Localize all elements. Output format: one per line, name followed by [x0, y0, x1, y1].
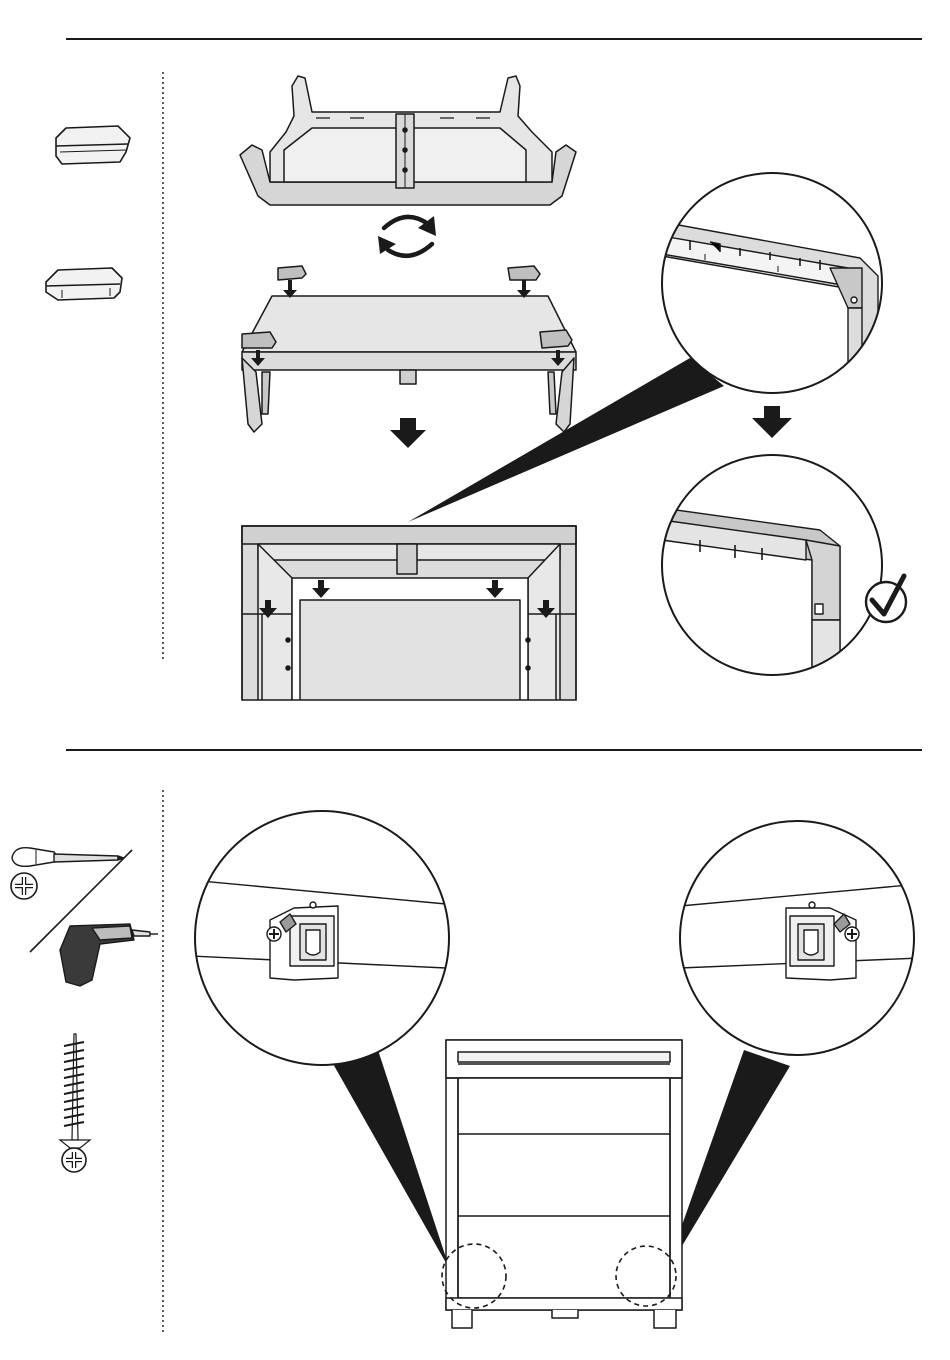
phillips-head-symbol	[62, 1148, 86, 1172]
magnifier-rail-after	[662, 455, 882, 680]
callout-pointer	[664, 1050, 790, 1276]
rotate-arrows-icon	[378, 216, 436, 256]
down-arrow-icon	[390, 418, 426, 448]
foot-cap-part	[56, 126, 130, 164]
callout-pointer	[332, 1044, 450, 1270]
phillips-head-symbol	[11, 873, 37, 899]
electric-drill-icon	[60, 924, 158, 986]
cabinet-front-view	[446, 1040, 682, 1328]
wood-screw-icon	[60, 1034, 90, 1148]
frame-top-view	[242, 526, 576, 706]
down-arrow-icon	[752, 406, 792, 438]
frame-upside-down	[240, 76, 576, 205]
foot-cap-part	[46, 268, 122, 300]
left-wall-bracket-detail	[190, 811, 449, 1065]
right-wall-bracket-detail	[680, 821, 920, 1055]
phillips-screwdriver-icon	[12, 848, 124, 867]
